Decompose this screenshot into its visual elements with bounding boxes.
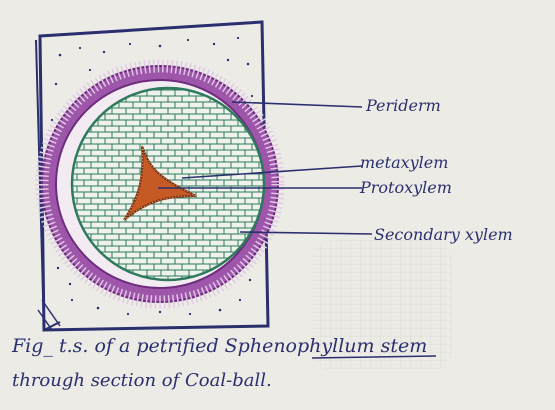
label-metaxylem: metaxylem [360,153,448,172]
label-protoxylem: Protoxylem [359,178,452,197]
label-secondary-xylem: Secondary xylem [374,225,513,244]
caption-line-2: through section of Coal-ball. [12,370,272,391]
caption-line-1: Fig_ t.s. of a petrified Sphenophyllum s… [11,335,427,357]
label-periderm: Periderm [365,96,441,115]
